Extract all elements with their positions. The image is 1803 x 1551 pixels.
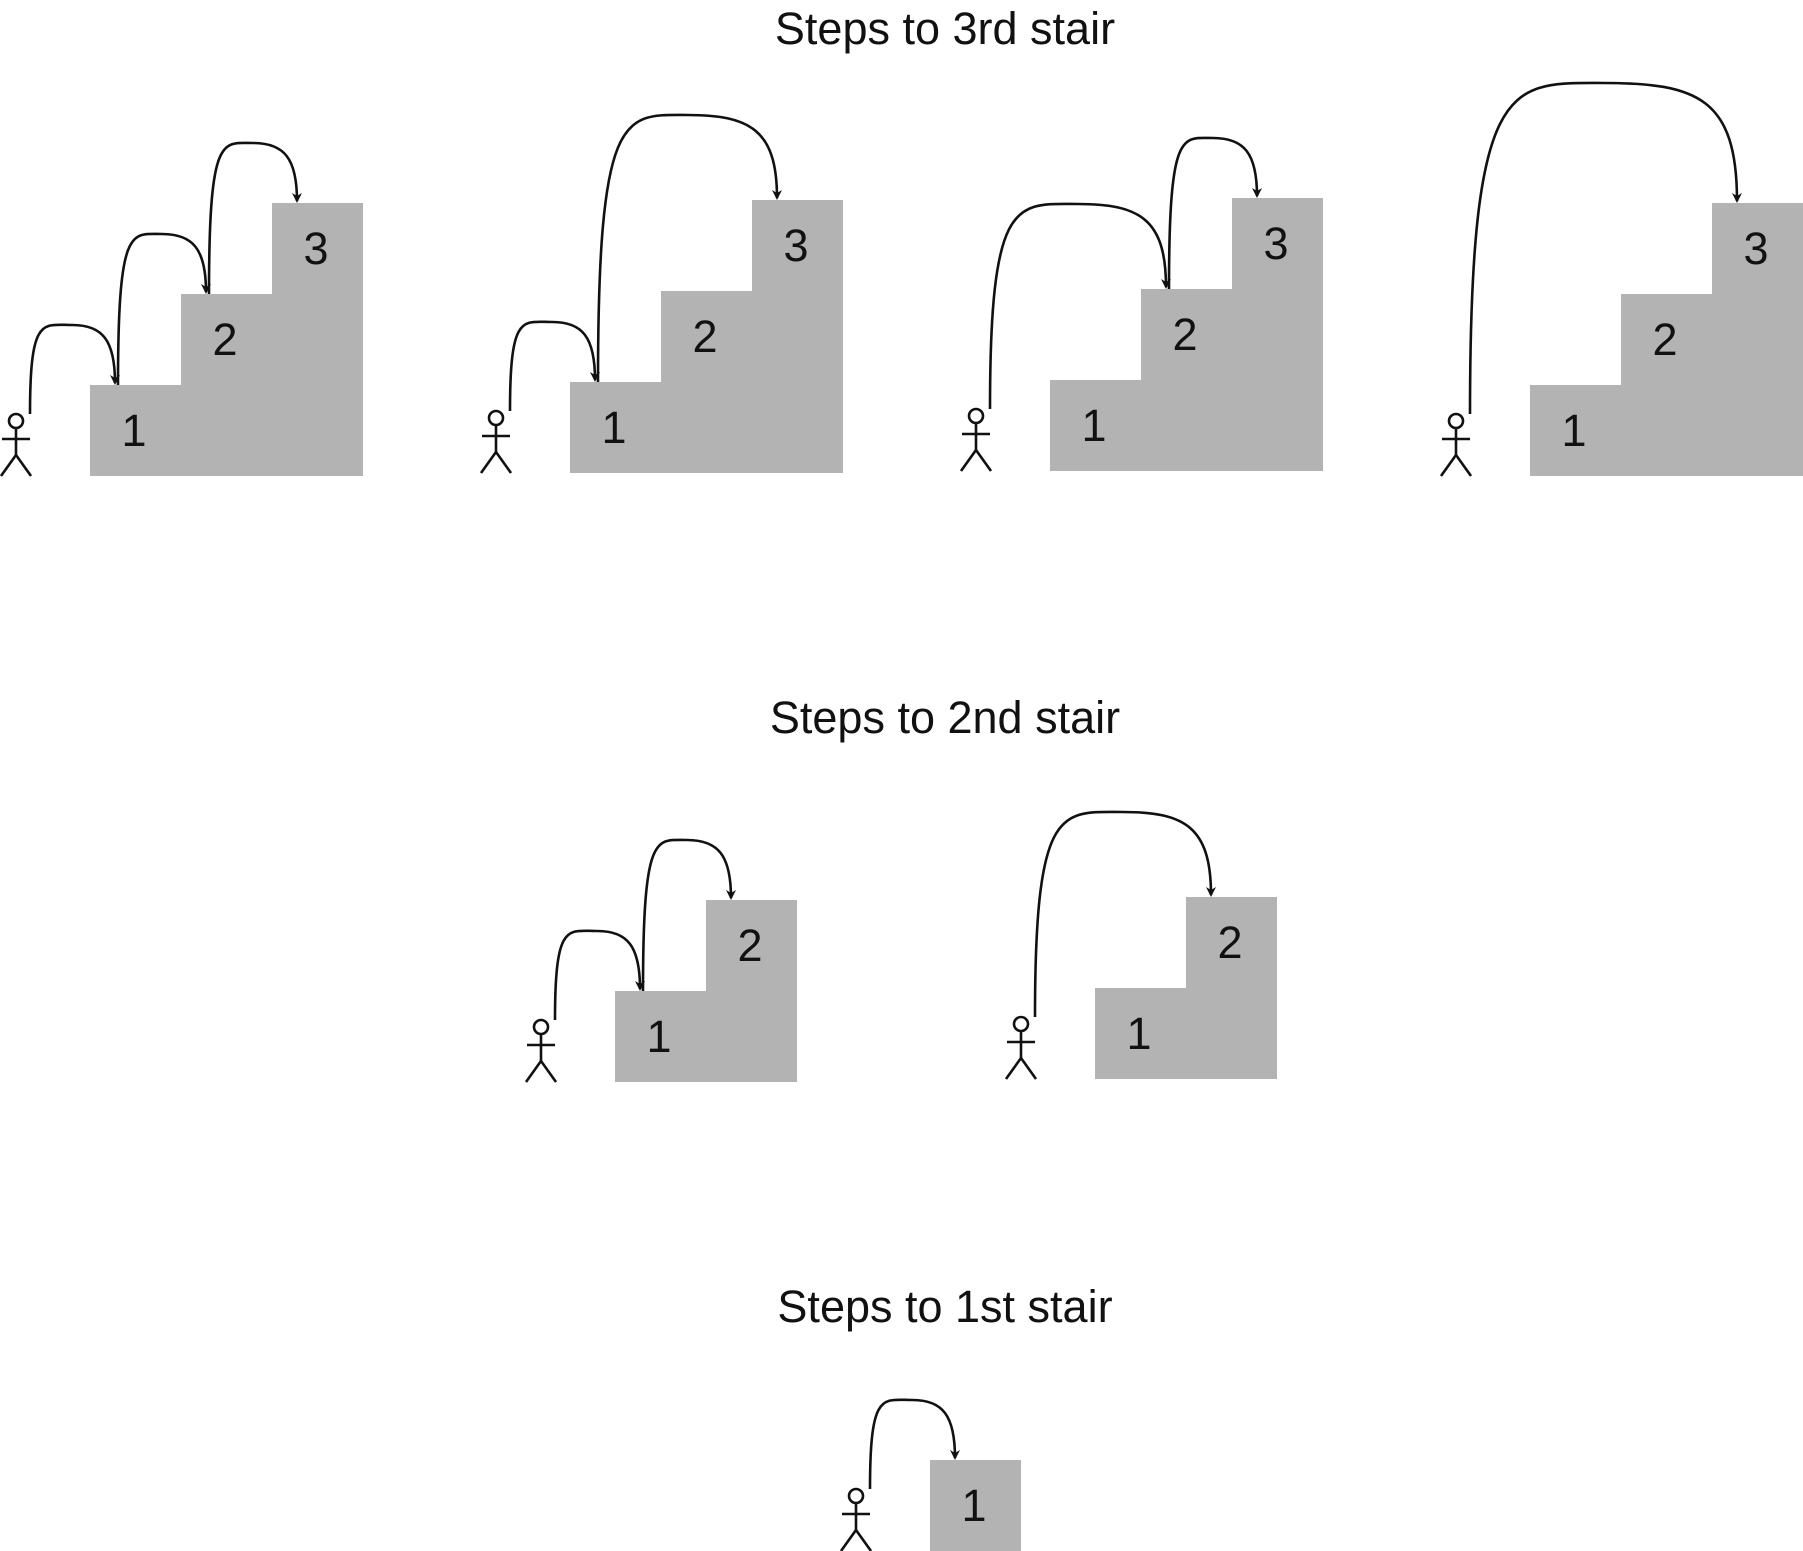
jump-arrow-2: [116, 232, 211, 386]
stair-step-1: [1095, 988, 1186, 1079]
scene-1-2: 1 2 3: [479, 113, 843, 474]
person-icon: [0, 412, 33, 477]
stair-step-3: [1712, 203, 1803, 476]
step-number-1: 1: [1081, 400, 1106, 451]
step-number-2: 2: [1217, 917, 1242, 968]
scene-2-2: 12: [1004, 810, 1277, 1080]
step-number-1: 1: [961, 1480, 986, 1531]
jump-arrow-2: [641, 838, 736, 992]
stair-step-2: [1141, 289, 1232, 471]
stair-step-1: [1530, 385, 1621, 476]
stair-step-2: [1621, 294, 1712, 476]
step-number-1: 1: [1126, 1008, 1151, 1059]
section-title-2nd: Steps to 2nd stair: [770, 692, 1120, 743]
person-icon: [524, 1018, 558, 1083]
step-number-1: 1: [646, 1011, 671, 1062]
step-number-3: 3: [1743, 223, 1768, 274]
person-icon: [1004, 1015, 1038, 1080]
step-number-2: 2: [692, 311, 717, 362]
step-number-3: 3: [303, 223, 328, 274]
step-number-2: 2: [737, 920, 762, 971]
person-icon: [479, 409, 513, 474]
jump-arrow-1: [508, 320, 600, 412]
jump-arrow-1: [1033, 810, 1216, 1018]
step-number-2: 2: [1172, 309, 1197, 360]
scene-1-1: 1 2 3: [0, 141, 363, 477]
jump-arrow-1: [868, 1398, 960, 1490]
step-number-1: 1: [121, 405, 146, 456]
step-number-2: 2: [1652, 314, 1677, 365]
jump-arrow-1: [553, 929, 645, 1021]
scene-2-1: 12: [524, 838, 797, 1083]
stair-step-1: [570, 382, 661, 473]
step-number-2: 2: [212, 314, 237, 365]
stair-step-2: [181, 294, 272, 476]
stair-step-3: [752, 200, 843, 473]
jump-arrow-1: [1468, 81, 1742, 415]
jump-arrow-2: [596, 113, 782, 383]
step-number-3: 3: [783, 220, 808, 271]
stair-step-1: [615, 991, 706, 1082]
scene-3-1: 1: [839, 1398, 1021, 1551]
stair-step-1: [930, 1460, 1021, 1551]
stair-step-2: [661, 291, 752, 473]
section-title-1st: Steps to 1st stair: [777, 1281, 1112, 1332]
jump-arrow-1: [988, 202, 1171, 410]
scene-1-3: 1 2 3: [959, 136, 1323, 472]
section-title-3rd: Steps to 3rd stair: [775, 3, 1115, 54]
person-icon: [959, 407, 993, 472]
jump-arrow-2: [1167, 136, 1262, 290]
step-number-3: 3: [1263, 218, 1288, 269]
step-number-1: 1: [1561, 405, 1586, 456]
stair-step-1: [90, 385, 181, 476]
stair-step-2: [706, 900, 797, 1082]
step-number-1: 1: [601, 402, 626, 453]
jump-arrow-3: [207, 141, 302, 295]
stair-step-2: [1186, 897, 1277, 1079]
scene-1-4: 1 2 3: [1439, 81, 1803, 477]
jump-arrow-1: [28, 323, 120, 415]
person-icon: [839, 1487, 873, 1551]
stair-step-3: [1232, 198, 1323, 471]
person-icon: [1439, 412, 1473, 477]
stair-step-3: [272, 203, 363, 476]
stair-step-1: [1050, 380, 1141, 471]
